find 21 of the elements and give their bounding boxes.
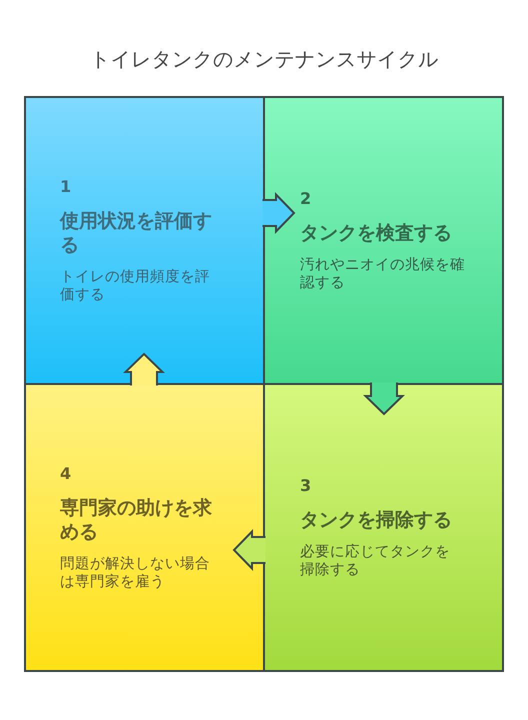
title: トイレタンクのメンテナンスサイクル [90, 46, 438, 73]
step-number: 3 [300, 476, 312, 496]
step-panel [263, 383, 504, 672]
step-number: 1 [60, 177, 72, 197]
block-arrow [262, 192, 296, 234]
step-heading: タンクを掃除する [300, 508, 452, 532]
step-panel [24, 96, 265, 385]
step-heading: 使用状況を評価する [60, 209, 213, 257]
step-description: トイレの使用頻度を評価する [60, 268, 211, 304]
step-description: 必要に応じてタンクを掃除する [300, 543, 451, 579]
block-arrow [232, 529, 266, 571]
step-panel [263, 96, 504, 385]
step-panel [24, 383, 265, 672]
step-heading: タンクを検査する [300, 221, 452, 245]
step-number: 4 [60, 464, 72, 484]
block-arrow [363, 382, 405, 416]
step-description: 問題が解決しない場合は専門家を雇う [60, 555, 211, 591]
step-number: 2 [300, 189, 312, 209]
block-arrow [123, 352, 165, 386]
step-heading: 専門家の助けを求める [60, 496, 213, 544]
step-description: 汚れやニオイの兆候を確認する [300, 256, 466, 292]
